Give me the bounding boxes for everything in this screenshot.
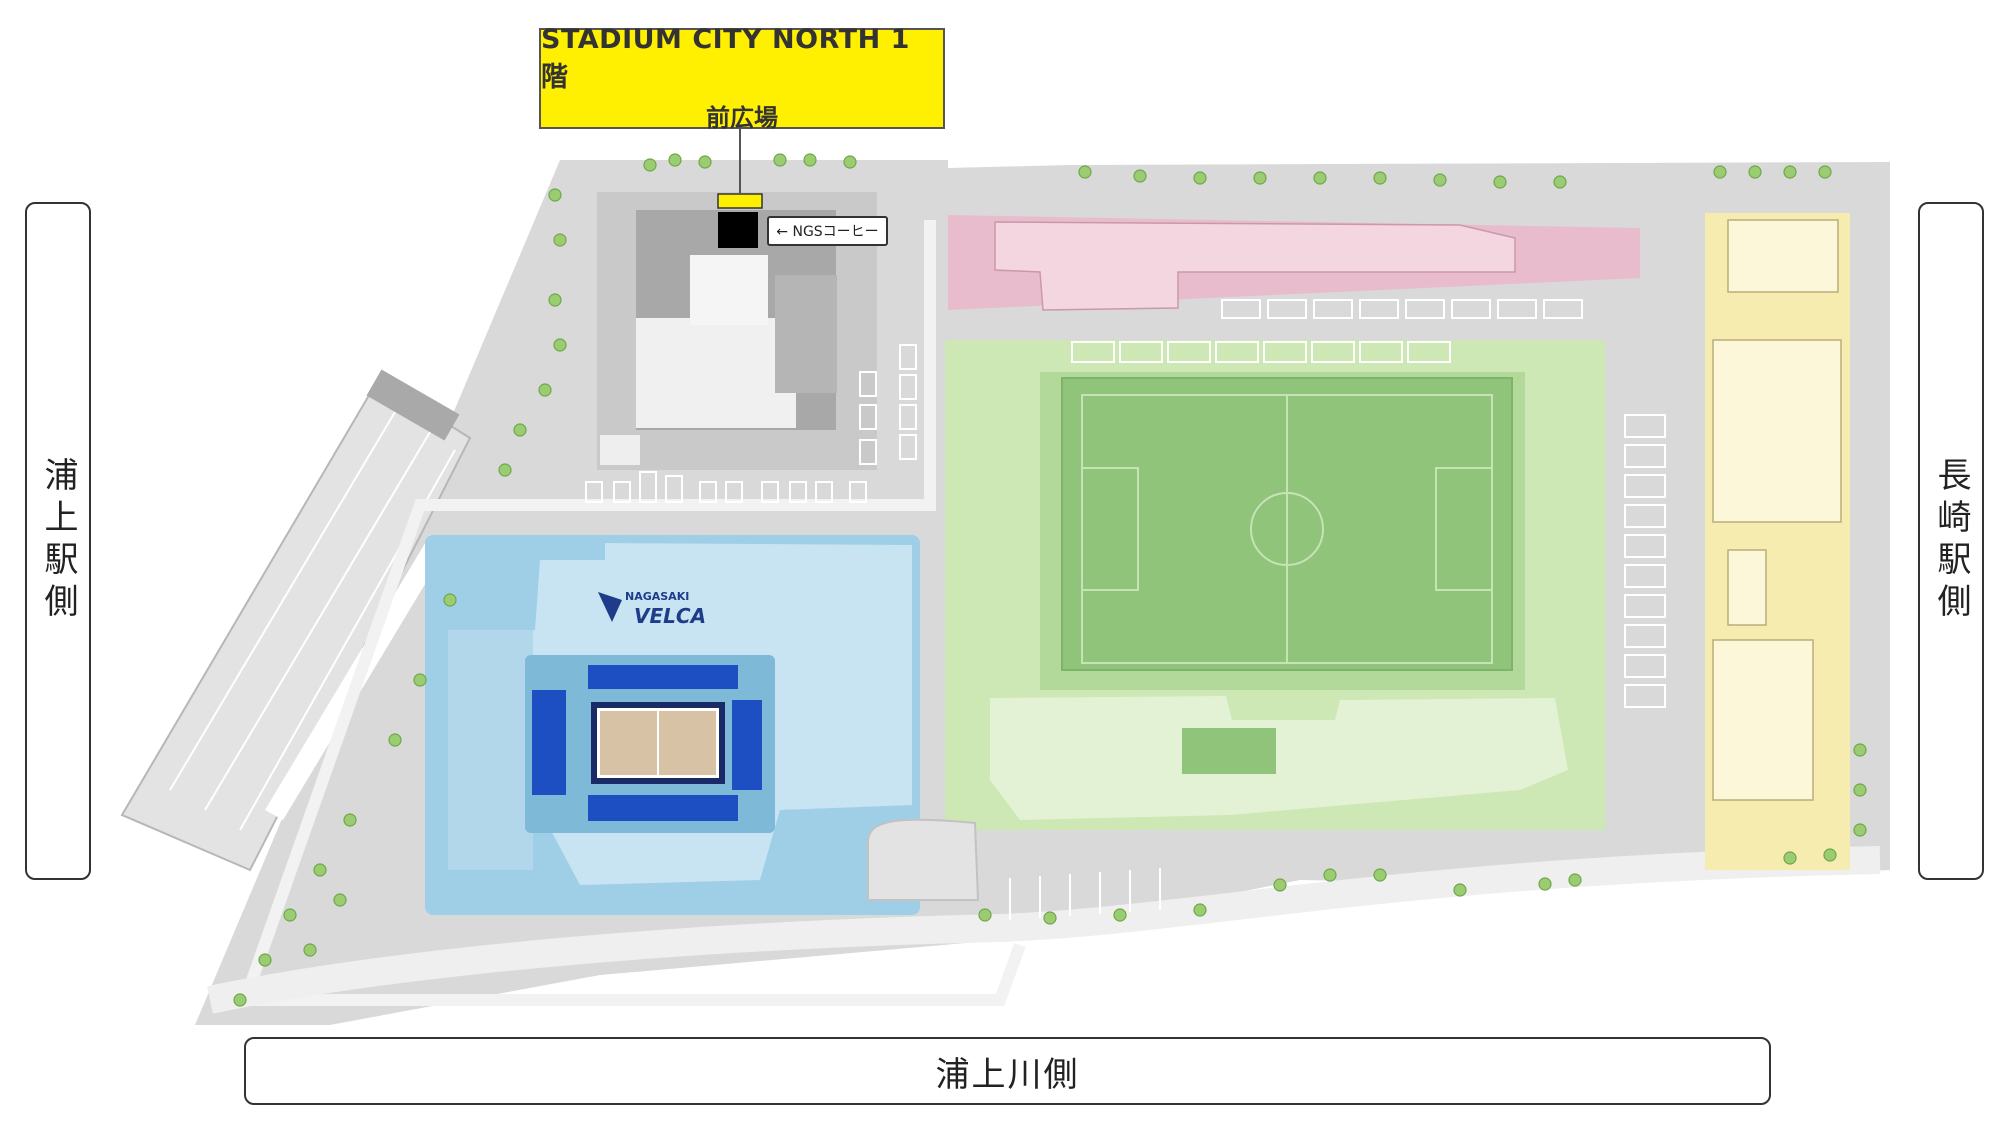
north-building-court <box>690 255 768 325</box>
arena-logo-line2: VELCA <box>634 604 706 628</box>
loop-road <box>239 220 1026 1006</box>
arena-seating <box>532 665 762 821</box>
office-block-north <box>1727 219 1839 293</box>
arena-west-wing <box>448 630 533 870</box>
store-location-callout: STADIUM CITY NORTH 1 階 前広場 <box>539 24 945 132</box>
ngs-coffee-label: ← NGSコーヒー <box>767 216 888 246</box>
pitch-markings <box>1081 394 1493 664</box>
north-building-hall <box>636 318 796 428</box>
stadium-parking-stalls <box>1071 341 1451 363</box>
north-building-stair <box>600 435 640 465</box>
direction-label-right: 長崎駅側 <box>1918 202 1984 880</box>
direction-label-left: 浦上駅側 <box>25 202 91 880</box>
south-parking-lot <box>867 818 980 901</box>
direction-text-left: 浦上駅側 <box>38 457 78 625</box>
arena-logo-mark <box>598 592 622 622</box>
hotel-parking-stalls <box>1221 299 1583 319</box>
arena-logo-line1: NAGASAKI <box>625 590 689 603</box>
north-east-parking-column <box>859 344 917 465</box>
office-block-south <box>1712 639 1814 801</box>
south-road <box>207 846 1881 1014</box>
north-building-east <box>775 275 837 393</box>
office-block-mid <box>1727 549 1767 626</box>
west-parking-lot <box>120 378 472 872</box>
direction-label-bottom: 浦上川側 <box>244 1037 1771 1105</box>
front-plaza-highlight <box>717 193 763 209</box>
south-parking-stalls <box>1009 868 1161 920</box>
tree-markers <box>233 153 1867 1007</box>
ngs-coffee-store <box>718 212 758 248</box>
north-parking-row <box>585 471 867 503</box>
direction-text-right: 長崎駅側 <box>1931 457 1971 625</box>
stadium-sub-pitch <box>1182 728 1276 774</box>
east-parking-column <box>1624 414 1666 708</box>
callout-subtitle: 前広場 <box>706 104 778 132</box>
stadium-main-stand <box>990 696 1568 820</box>
callout-title: STADIUM CITY NORTH 1 階 <box>541 24 910 93</box>
office-block-main <box>1712 339 1842 523</box>
hotel-building <box>994 221 1516 311</box>
building-annex <box>366 369 460 441</box>
